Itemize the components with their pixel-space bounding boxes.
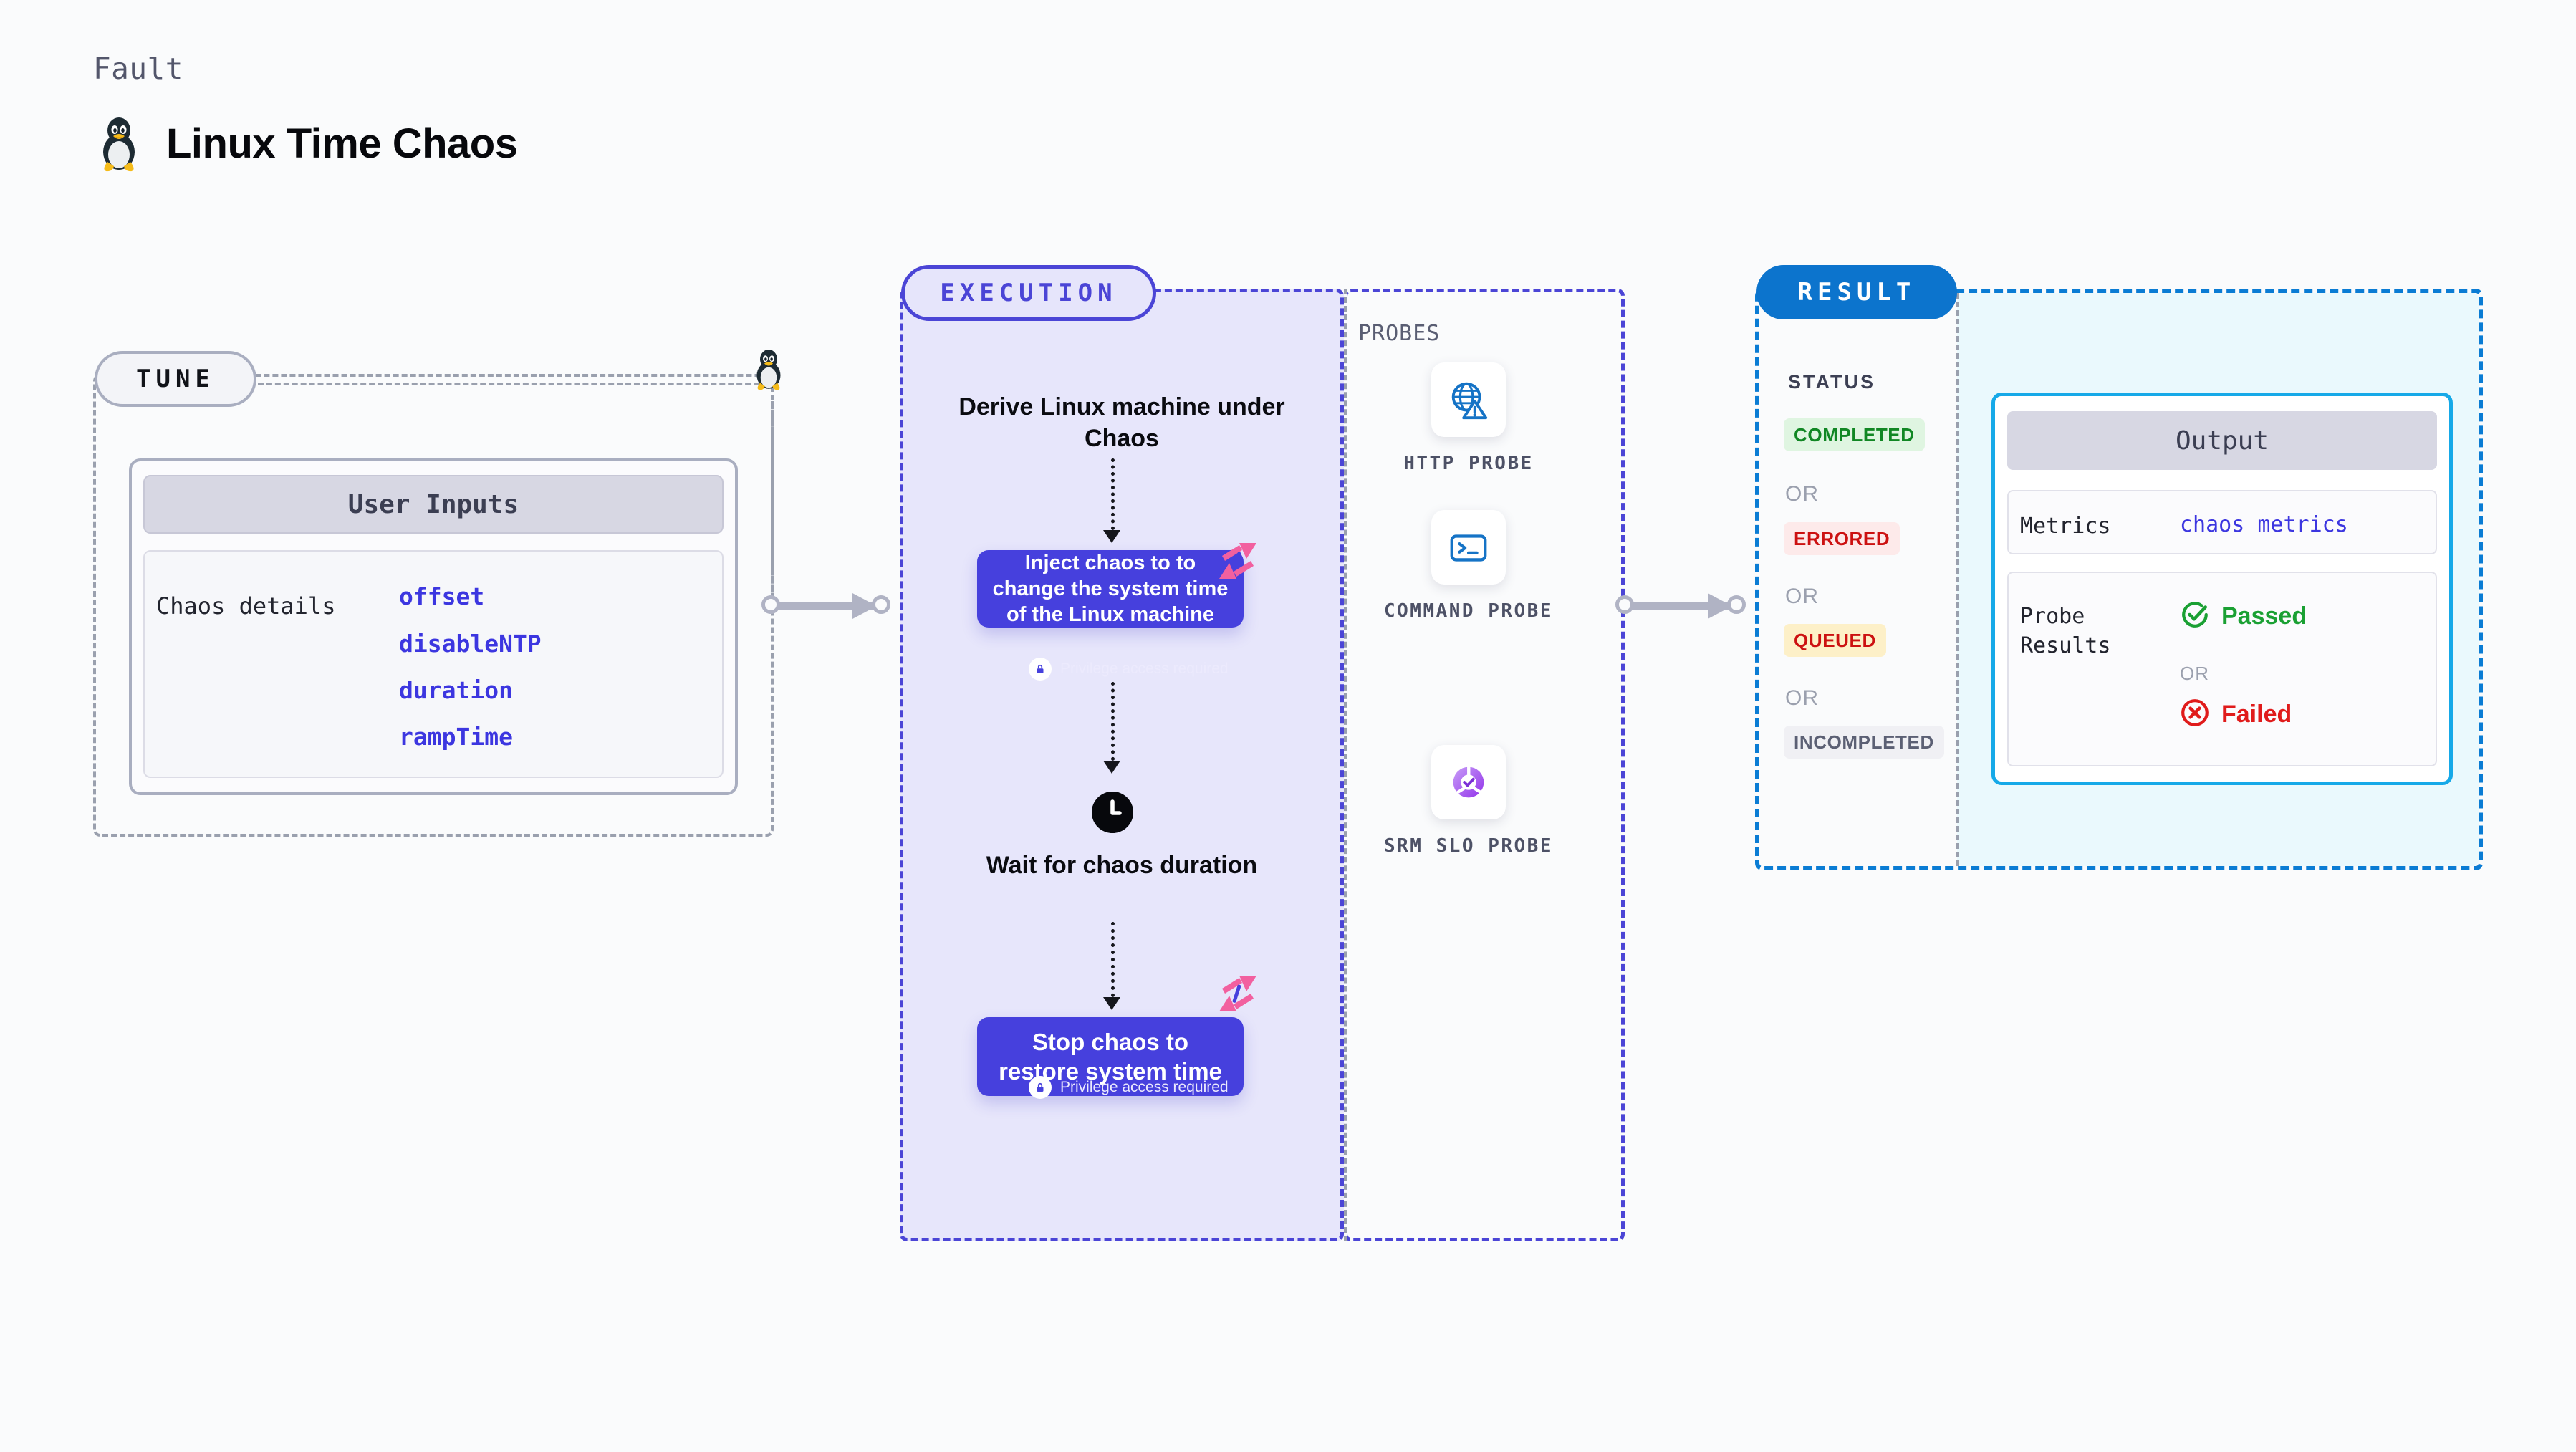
param-ramptime[interactable]: rampTime [399, 723, 513, 751]
result-divider [1956, 293, 1959, 866]
tune-badge[interactable]: TUNE [95, 351, 256, 407]
globe-warning-icon[interactable] [1431, 362, 1506, 437]
probe-name-srm-slo: SRM SLO PROBE [1384, 835, 1553, 857]
output-probe-results-key: Probe Results [2020, 604, 2111, 658]
check-circle-icon [2180, 600, 2210, 633]
probe-passed-label: Passed [2221, 602, 2307, 630]
inject-card-privilege-note: Privilege access required [1029, 658, 1229, 681]
status-or-1: OR [1785, 482, 1819, 506]
probe-result-passed: Passed [2180, 600, 2307, 633]
linux-penguin-icon [749, 347, 788, 390]
probe-name-command: COMMAND PROBE [1384, 600, 1553, 622]
flow-arrow-2 [1103, 761, 1120, 774]
output-metrics-key: Metrics [2020, 514, 2111, 539]
user-inputs-body [143, 550, 724, 778]
probe-failed-label: Failed [2221, 701, 2292, 728]
slo-donut-check-icon[interactable] [1431, 745, 1506, 819]
param-duration[interactable]: duration [399, 676, 513, 704]
lock-icon [1029, 658, 1052, 681]
probes-left-edge [1344, 289, 1347, 1241]
stop-card-privilege-note: Privilege access required [1029, 1076, 1229, 1099]
page-title: Linux Time Chaos [166, 120, 518, 167]
execution-step-derive-title: Derive Linux machine under Chaos [958, 393, 1285, 452]
result-badge[interactable]: RESULT [1756, 265, 1957, 319]
linux-penguin-icon [93, 115, 145, 172]
user-inputs-header: User Inputs [143, 475, 724, 534]
tune-to-penguin-link [258, 383, 759, 385]
status-or-2: OR [1785, 585, 1819, 608]
harness-logo-icon [1218, 974, 1258, 1013]
flow-line-2 [1111, 682, 1115, 761]
flow-line-3 [1111, 922, 1115, 997]
tune-right-edge-link [771, 401, 774, 609]
stop-card-privilege-text: Privilege access required [1060, 1079, 1229, 1095]
clock-icon [1092, 792, 1133, 833]
param-disablentp[interactable]: disableNTP [399, 630, 542, 658]
status-badge-incompleted: INCOMPLETED [1784, 726, 1944, 759]
flow-line-1 [1111, 458, 1115, 530]
flow-arrow-1 [1103, 530, 1120, 543]
lock-icon [1029, 1076, 1052, 1099]
output-metrics-row [2007, 490, 2437, 554]
flow-arrow-3 [1103, 997, 1120, 1010]
tune-to-execution-connector [761, 593, 900, 619]
execution-step-inject-card[interactable]: Inject chaos to to change the system tim… [977, 550, 1244, 628]
page-title-row: Linux Time Chaos [93, 115, 518, 172]
status-label: STATUS [1788, 371, 1875, 393]
x-circle-icon [2180, 698, 2210, 731]
status-or-3: OR [1785, 686, 1819, 710]
page-kicker: Fault [93, 52, 183, 86]
probe-result-or: OR [2180, 663, 2209, 684]
chaos-details-label: Chaos details [156, 592, 336, 620]
probe-result-failed: Failed [2180, 698, 2292, 731]
execution-step-wait-title: Wait for chaos duration [986, 852, 1258, 879]
status-badge-completed: COMPLETED [1784, 418, 1925, 451]
probe-name-http: HTTP PROBE [1403, 453, 1534, 474]
result-container [1755, 289, 2483, 870]
param-offset[interactable]: offset [399, 582, 485, 610]
execution-badge[interactable]: EXECUTION [901, 265, 1156, 321]
output-card-header: Output [2007, 411, 2437, 470]
harness-logo-icon [1218, 542, 1258, 580]
status-badge-errored: ERRORED [1784, 522, 1900, 555]
output-probe-results-row [2007, 572, 2437, 766]
execution-to-result-connector [1615, 593, 1755, 619]
inject-card-text: Inject chaos to to change the system tim… [992, 551, 1229, 627]
status-badge-queued: QUEUED [1784, 624, 1886, 657]
inject-card-privilege-text: Privilege access required [1060, 660, 1229, 677]
output-metrics-value[interactable]: chaos metrics [2180, 512, 2348, 537]
execution-step-stop-card[interactable]: Stop chaos to restore system time [977, 1017, 1244, 1096]
terminal-icon[interactable] [1431, 510, 1506, 585]
probes-label: PROBES [1358, 321, 1441, 346]
